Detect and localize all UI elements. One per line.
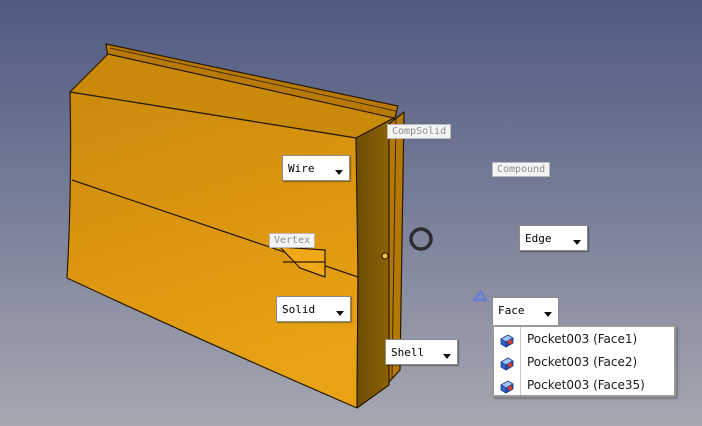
vertex-label: Vertex (269, 233, 316, 248)
chevron-down-icon (335, 170, 343, 175)
part-side-face[interactable] (355, 117, 395, 409)
edge-combo-label: Edge (525, 232, 552, 245)
menu-item-face35[interactable]: Pocket003 (Face35) (494, 375, 674, 398)
wire-combo[interactable]: Wire (282, 155, 350, 181)
face-selection-menu[interactable]: Pocket003 (Face1) Pocket003 (Face2) Pock… (492, 325, 676, 397)
menu-item-label: Pocket003 (Face1) (527, 332, 638, 346)
menu-item-face2[interactable]: Pocket003 (Face2) (494, 352, 674, 375)
chevron-down-icon (573, 240, 581, 245)
chevron-down-icon (544, 312, 552, 317)
solid-part-icon (500, 357, 514, 371)
compsolid-label: CompSolid (387, 124, 452, 139)
face-combo[interactable]: Face (492, 297, 559, 325)
wire-combo-label: Wire (288, 162, 315, 175)
edge-combo[interactable]: Edge (519, 225, 588, 251)
chevron-down-icon (336, 311, 344, 316)
face-combo-label: Face (498, 304, 525, 317)
selection-ring-icon (409, 227, 433, 251)
solid-combo[interactable]: Solid (276, 296, 351, 322)
menu-icon-gutter (520, 327, 521, 395)
compound-label: Compound (492, 162, 551, 177)
solid-part-icon (500, 334, 514, 348)
menu-item-face1[interactable]: Pocket003 (Face1) (494, 329, 674, 352)
solid-combo-label: Solid (282, 303, 316, 316)
menu-item-label: Pocket003 (Face2) (527, 355, 638, 369)
solid-part[interactable] (66, 43, 405, 409)
menu-item-label: Pocket003 (Face35) (527, 378, 645, 392)
chevron-down-icon (443, 354, 451, 359)
pick-cursor-icon (472, 290, 488, 302)
solid-part-icon (500, 380, 514, 394)
shell-combo[interactable]: Shell (385, 339, 458, 365)
shell-combo-label: Shell (391, 346, 425, 359)
vertex-point[interactable] (381, 252, 389, 260)
